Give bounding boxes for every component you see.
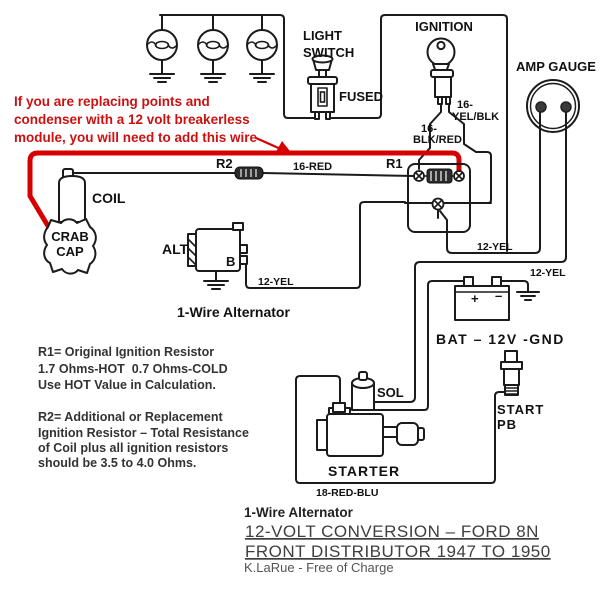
wire-label-16blkred-b: BLK/RED — [413, 134, 462, 146]
ignition-switch-symbol — [426, 37, 456, 105]
note-r1-line2: 1.7 Ohms-HOT 0.7 Ohms-COLD — [38, 362, 228, 376]
wire-power-loop — [328, 14, 508, 252]
note-r2-line3: of Coil plus all ignition resistors — [38, 441, 228, 455]
coil-symbol — [58, 168, 86, 223]
r1-label: R1 — [386, 156, 403, 171]
wires — [72, 14, 567, 484]
start-pushbutton-symbol — [500, 350, 523, 396]
wire-16-blkred — [418, 101, 442, 170]
footer-subtitle: 1-Wire Alternator — [244, 505, 354, 520]
ground-symbol-alt — [203, 280, 229, 290]
wire-lights-bus — [159, 14, 317, 119]
solenoid-symbol — [332, 371, 375, 413]
crab-cap-label-2: CAP — [56, 244, 84, 259]
wire-16-red-b — [262, 172, 415, 177]
distributor-box — [407, 163, 471, 233]
wire-batt-minus — [500, 280, 529, 292]
footer-byline: K.LaRue - Free of Charge — [244, 560, 394, 575]
wire-dist-to-amp — [439, 111, 541, 254]
battery-symbol — [454, 276, 510, 321]
one-wire-alternator-label: 1-Wire Alternator — [177, 304, 290, 320]
ignition-label: IGNITION — [415, 19, 473, 34]
alternator-symbol — [187, 222, 248, 272]
wire-bulb-stubs — [161, 14, 263, 74]
red-annotation-arrow — [254, 136, 293, 155]
wire-label-12yel-1: 12-YEL — [477, 241, 513, 253]
wire-label-16yelblk-a: 16- — [457, 99, 473, 111]
coil-label: COIL — [92, 190, 126, 206]
footer-title-line2: FRONT DISTRIBUTOR 1947 TO 1950 — [245, 542, 551, 561]
light-switch-label-2: SWITCH — [303, 45, 354, 60]
wire-label-16red: 16-RED — [293, 161, 332, 173]
sol-label: SOL — [377, 385, 404, 400]
starter-label: STARTER — [328, 463, 400, 479]
wire-label-12yel-alt: 12-YEL — [258, 276, 294, 288]
wire-label-16blkred-a: 16- — [421, 123, 437, 135]
crab-cap-label-1: CRAB — [51, 229, 89, 244]
note-r1-line1: R1= Original Ignition Resistor — [38, 345, 214, 359]
battery-label: BAT – 12V -GND — [436, 331, 565, 347]
wire-label-16yelblk-b: YEL/BLK — [452, 111, 499, 123]
starter-symbol — [316, 407, 425, 457]
wire-alt-12yel — [245, 201, 406, 289]
note-r2-line4: should be 3.5 to 4.0 Ohms. — [38, 456, 196, 470]
red-annotation-line3: module, you will need to add this wire — [14, 130, 258, 145]
start-pb-label-1: START — [497, 402, 544, 417]
amp-gauge-label: AMP GAUGE — [516, 59, 596, 74]
light-bulb-symbols — [146, 29, 278, 61]
light-switch-symbol — [307, 54, 338, 120]
red-annotation-line2: condenser with a 12 volt breakerless — [14, 112, 250, 127]
note-r2-line2: Ignition Resistor – Total Resistance — [38, 426, 249, 440]
wire-label-18redblu: 18-RED-BLU — [316, 487, 378, 499]
wire-label-12yel-2: 12-YEL — [530, 267, 566, 279]
light-switch-label-1: LIGHT — [303, 28, 342, 43]
battery-minus-label: – — [495, 288, 502, 303]
wire-batt-plus — [373, 280, 465, 411]
red-added-wire — [27, 150, 462, 229]
amp-gauge-symbol — [526, 79, 580, 133]
wire-18-redblu — [295, 375, 506, 484]
labels: If you are replacing points and condense… — [14, 19, 596, 575]
fused-label: FUSED — [339, 89, 383, 104]
red-annotation-line1: If you are replacing points and — [14, 94, 210, 109]
alt-label: ALT — [162, 241, 189, 257]
ground-symbol-battery — [516, 291, 540, 301]
start-pb-label-2: PB — [497, 417, 517, 432]
ground-symbols-lights — [149, 73, 275, 83]
note-r2-line1: R2= Additional or Replacement — [38, 410, 223, 424]
r2-label: R2 — [216, 156, 233, 171]
note-r1-line3: Use HOT Value in Calculation. — [38, 378, 216, 392]
alt-b-terminal-label: B — [226, 254, 235, 269]
wire-amp-to-sol — [373, 111, 567, 403]
r2-resistor-symbol — [234, 166, 264, 180]
battery-plus-label: + — [471, 291, 479, 306]
footer-title-line1: 12-VOLT CONVERSION – FORD 8N — [245, 522, 539, 541]
crab-cap-symbol — [43, 218, 97, 275]
